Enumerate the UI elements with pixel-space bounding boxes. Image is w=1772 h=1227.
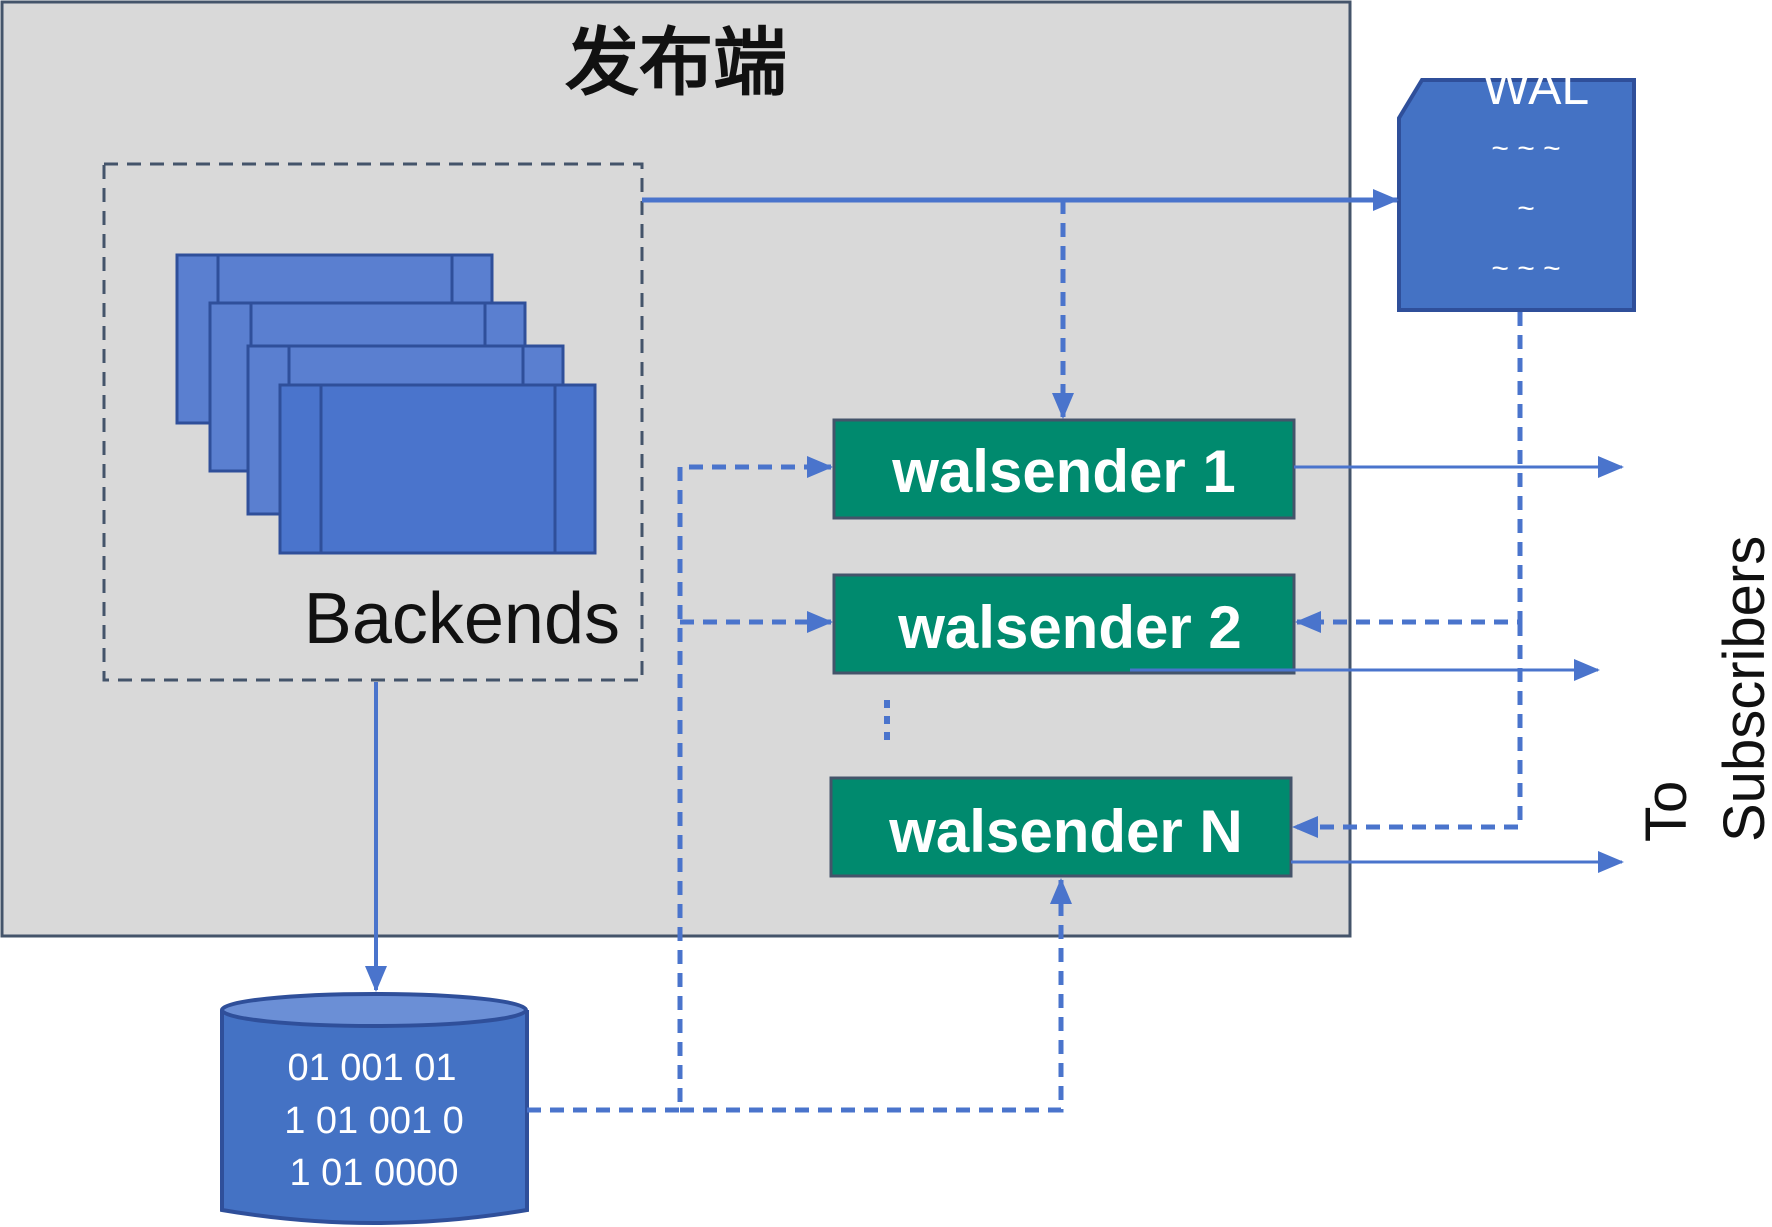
backend-window <box>278 383 597 555</box>
arrow-database-to-walsender-1 <box>527 456 833 1113</box>
walsender-2-label: walsender 2 <box>897 594 1242 661</box>
wal-document: WAL ~ ~ ~ ~ ~ ~ ~ <box>1397 59 1636 312</box>
db-line-3: 1 01 0000 <box>289 1152 458 1194</box>
arrow-wal-to-walsender-n <box>1292 622 1523 838</box>
arrow-database-to-walsender-n <box>680 878 1072 1113</box>
wal-line-2: ~ <box>1517 192 1535 225</box>
db-line-2: 1 01 001 0 <box>284 1100 464 1142</box>
wal-line-3: ~ ~ ~ <box>1491 252 1560 285</box>
walsender-n-label: walsender N <box>888 798 1242 865</box>
publisher-title: 发布端 <box>565 20 787 106</box>
db-line-1: 01 001 01 <box>287 1047 456 1089</box>
wal-line-1: ~ ~ ~ <box>1491 132 1560 165</box>
to-subscribers-line-1: To <box>1634 781 1699 842</box>
walsender-2: walsender 2 <box>832 573 1296 675</box>
walsender-1: walsender 1 <box>832 418 1296 520</box>
database-cylinder: 01 001 01 1 01 001 0 1 01 0000 <box>220 992 529 1225</box>
walsender-1-label: walsender 1 <box>891 438 1236 505</box>
backends-group <box>102 162 644 682</box>
to-subscribers-label: To Subscribers <box>1634 536 1772 842</box>
connectors <box>365 189 1624 1113</box>
to-subscribers-line-2: Subscribers <box>1712 536 1772 842</box>
wal-label: WAL <box>1483 59 1590 115</box>
backends-label: Backends <box>304 579 620 659</box>
backend-windows <box>175 253 597 555</box>
walsender-n: walsender N <box>829 776 1293 878</box>
